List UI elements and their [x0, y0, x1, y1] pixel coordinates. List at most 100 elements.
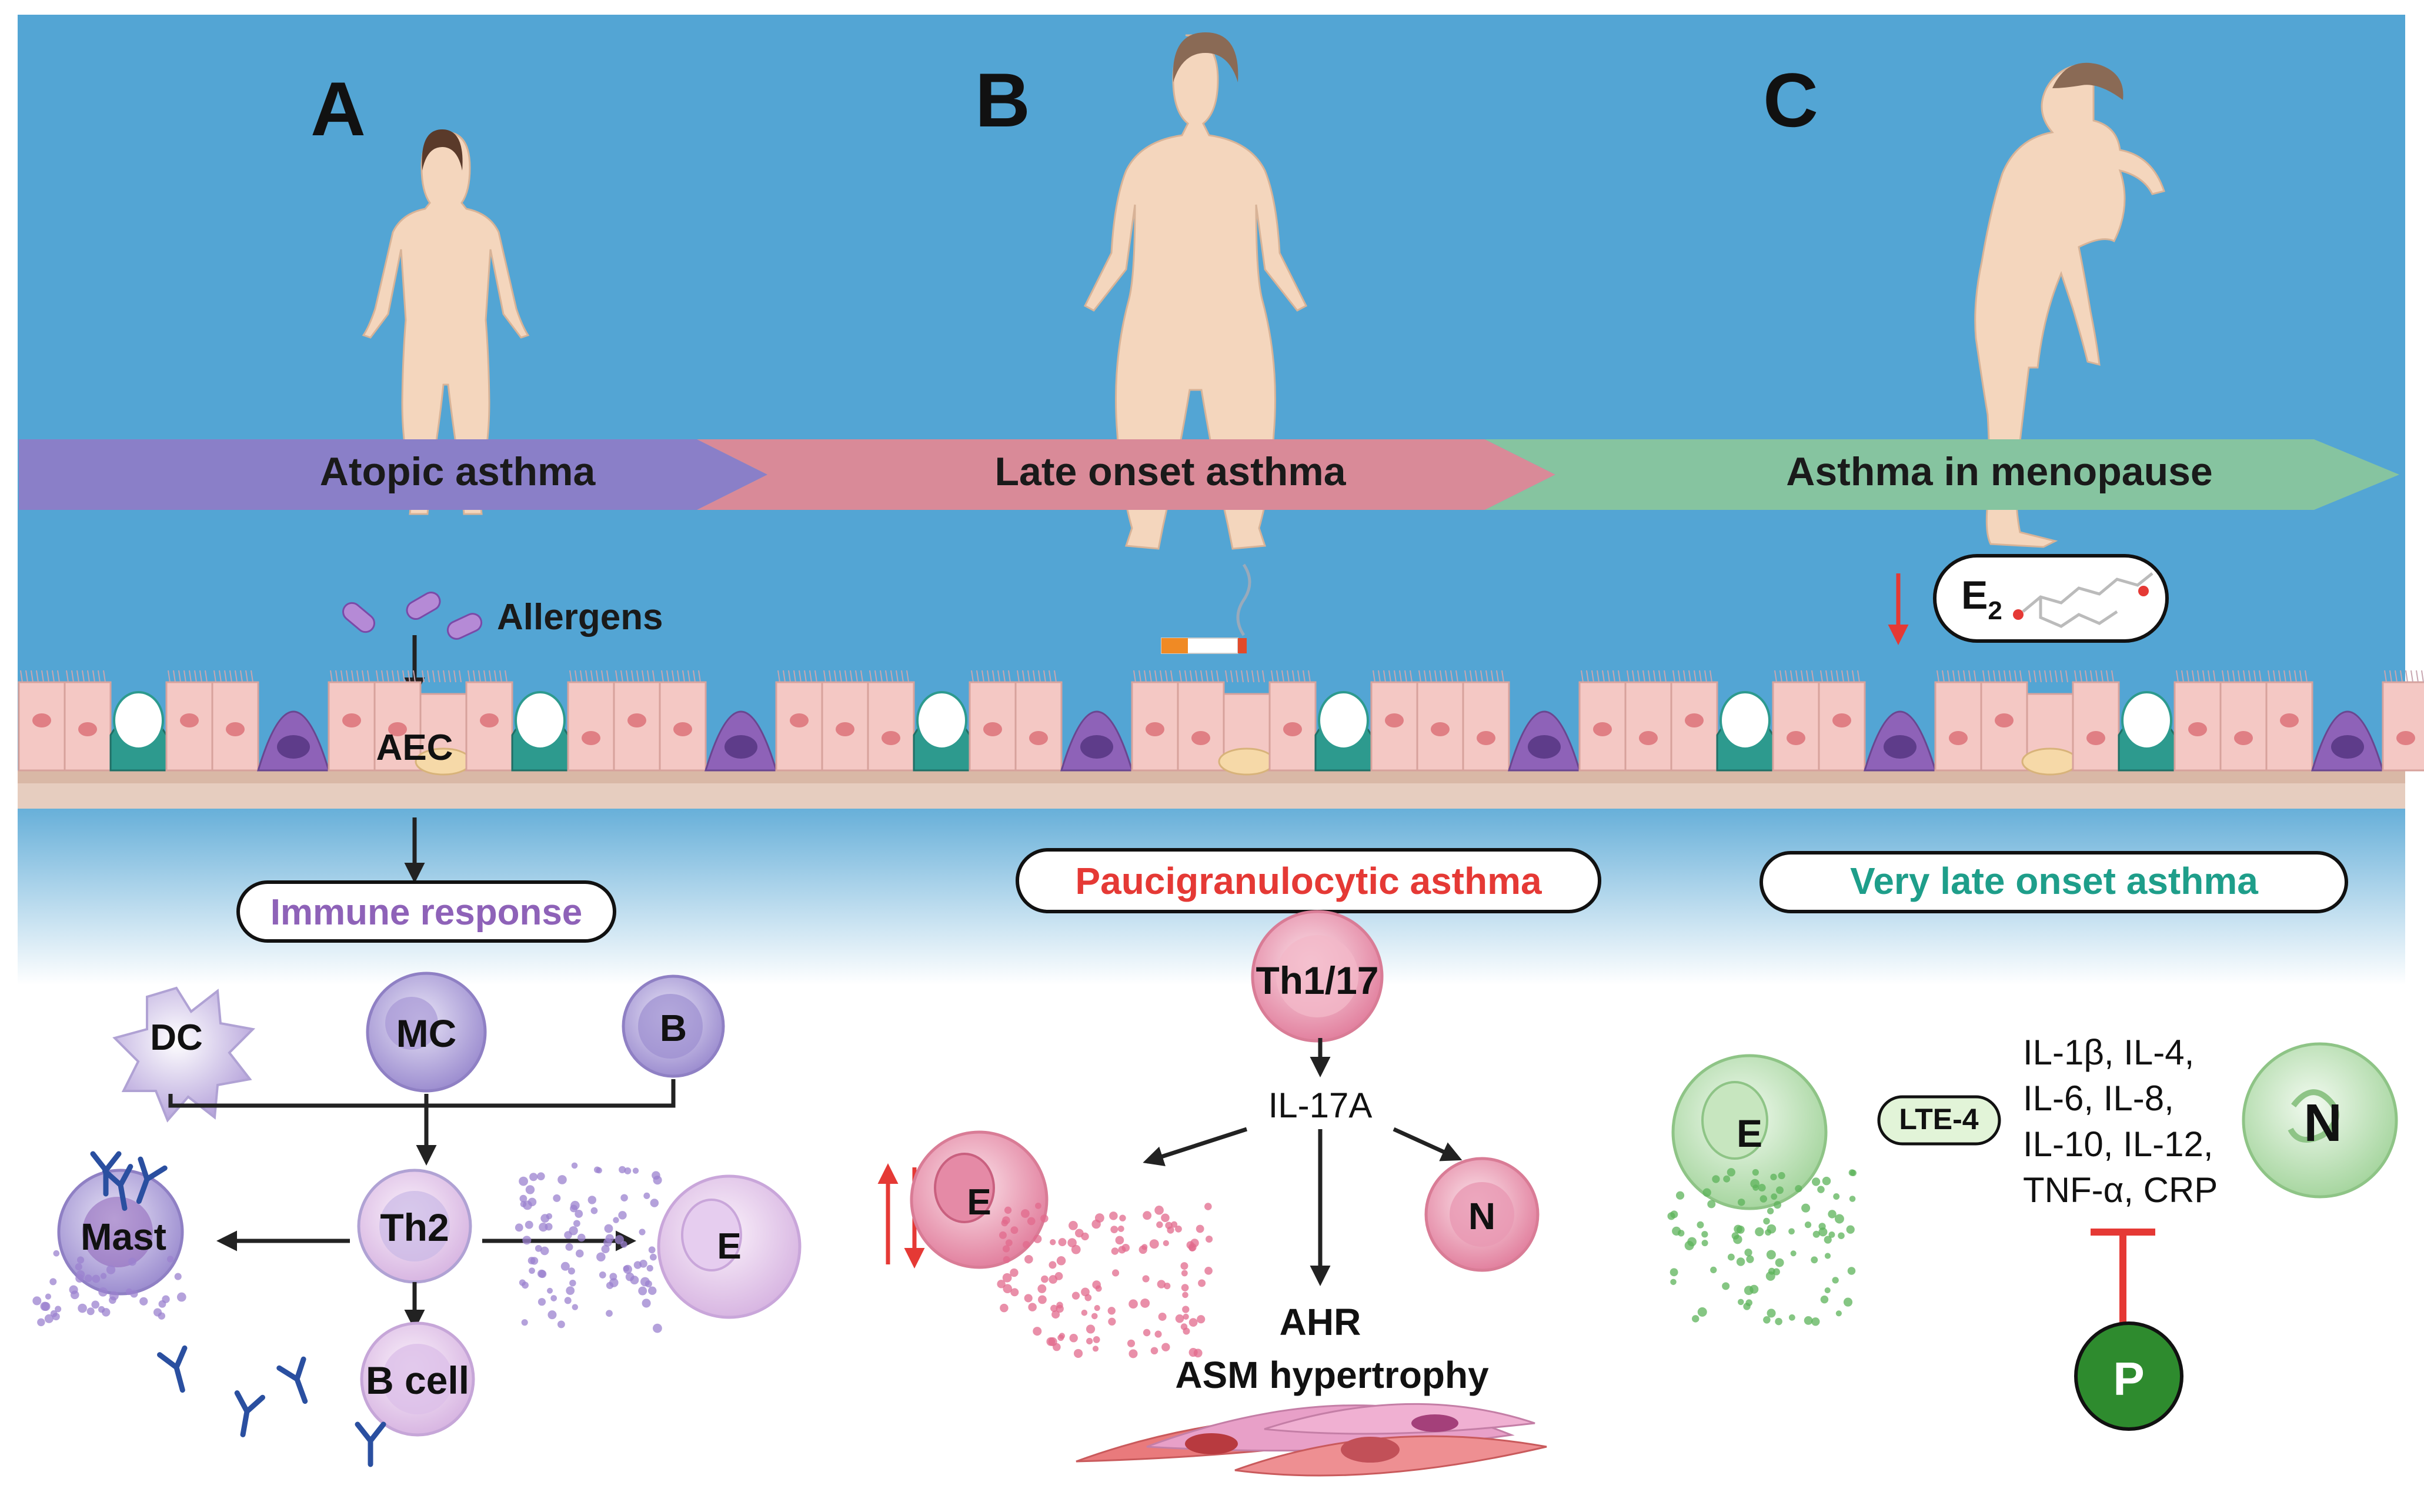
- granule-dot: [522, 1200, 532, 1210]
- cilium: [189, 670, 192, 683]
- ahr-label: AHR: [1280, 1301, 1361, 1343]
- granule-dot: [1094, 1305, 1100, 1311]
- cilium: [330, 670, 333, 683]
- granule-dot: [84, 1274, 92, 1283]
- b-label: B: [660, 1007, 687, 1049]
- granule-dot: [593, 1166, 601, 1173]
- cilium: [1287, 670, 1290, 683]
- cell-nucleus: [1146, 722, 1164, 736]
- cilium: [422, 670, 425, 683]
- granule-dot: [557, 1175, 567, 1184]
- granule-dot: [1818, 1223, 1826, 1230]
- granule-dot: [1763, 1316, 1771, 1324]
- epithelial-cell: [2219, 681, 2268, 772]
- stage-label-late-onset: Late onset asthma: [994, 449, 1346, 494]
- cilium: [1190, 670, 1193, 683]
- granule-dot: [1117, 1225, 1124, 1232]
- cell-nucleus: [1477, 731, 1495, 745]
- granule-dot: [1005, 1239, 1013, 1247]
- granule-dot: [1108, 1317, 1116, 1326]
- cilium: [809, 670, 812, 683]
- cilium: [1968, 670, 1971, 683]
- goblet-mucus: [1719, 691, 1771, 750]
- cilium: [615, 670, 618, 683]
- granule-dot: [1811, 1317, 1820, 1326]
- cilium: [199, 670, 202, 683]
- granule-dot: [1755, 1227, 1764, 1237]
- antibody-icons: [90, 1151, 386, 1467]
- cilium: [2278, 670, 2281, 683]
- very-late-onset-pill: [1759, 851, 2348, 913]
- cilium: [869, 670, 872, 683]
- cilium: [1292, 670, 1295, 683]
- granule-dot: [1004, 1206, 1012, 1214]
- convergence-bracket: [168, 1079, 676, 1108]
- cilium: [682, 670, 685, 683]
- paucigranulocytic-label: Paucigranulocytic asthma: [1075, 860, 1542, 902]
- cell-nucleus: [480, 713, 499, 727]
- allergens-label: Allergens: [497, 597, 663, 637]
- granule-dot: [1053, 1343, 1061, 1351]
- cilium: [1399, 670, 1402, 683]
- granule-dot: [1109, 1211, 1118, 1220]
- cilium: [626, 670, 629, 683]
- cilium: [2009, 670, 2012, 683]
- granule-dot: [1737, 1199, 1745, 1206]
- granule-dot: [1712, 1175, 1720, 1183]
- granule-dot: [1119, 1214, 1126, 1221]
- cilium: [2202, 670, 2205, 683]
- granule-dot: [643, 1192, 650, 1199]
- granule-dot: [1804, 1221, 1812, 1229]
- epithelial-cell: [775, 681, 823, 772]
- antibody-icon: [102, 1164, 133, 1211]
- cilium: [346, 670, 349, 683]
- granule-dot: [1204, 1266, 1213, 1275]
- granule-dot: [1778, 1171, 1785, 1180]
- cilium: [2421, 670, 2424, 683]
- cilium: [1612, 670, 1615, 683]
- cilium: [438, 670, 440, 683]
- granule-dot: [639, 1260, 647, 1268]
- cilium: [453, 670, 456, 683]
- epithelial-cell: [1934, 681, 1982, 772]
- granule-dot: [1775, 1317, 1782, 1326]
- granule-dot: [1037, 1284, 1047, 1293]
- cilium: [1246, 670, 1249, 683]
- cigarette-icon: [1161, 563, 1251, 654]
- cilium: [1049, 670, 1051, 683]
- granule-dot: [642, 1299, 651, 1308]
- granule-dot: [139, 1297, 148, 1306]
- cilium: [1485, 670, 1488, 683]
- granule-dot: [1774, 1201, 1782, 1209]
- cell-nucleus: [180, 713, 199, 727]
- granule-dot: [1775, 1258, 1784, 1267]
- cilium: [814, 670, 817, 683]
- granule-dot: [1181, 1270, 1188, 1277]
- cilium: [168, 670, 171, 683]
- cilium: [2085, 670, 2088, 683]
- cilium: [850, 670, 853, 683]
- neutrophil-b-label: N: [1468, 1195, 1495, 1237]
- granule-dot: [1848, 1169, 1856, 1176]
- cell-nucleus: [78, 722, 97, 736]
- cilium: [672, 670, 675, 683]
- cilium: [1642, 670, 1645, 683]
- very-late-onset-label: Very late onset asthma: [1850, 860, 2258, 902]
- granule-dot: [78, 1303, 87, 1313]
- cilium: [2055, 670, 2058, 683]
- cilium: [855, 670, 858, 683]
- granule-dot: [1024, 1294, 1033, 1303]
- cilium: [2259, 670, 2262, 683]
- cilium: [25, 670, 28, 683]
- cell-nucleus: [790, 713, 809, 727]
- cell-nucleus: [2280, 713, 2299, 727]
- granule-dot: [1788, 1314, 1795, 1321]
- cilium: [2181, 670, 2184, 683]
- cilium: [2095, 670, 2098, 683]
- cilium: [1694, 670, 1697, 683]
- granule-dot: [560, 1261, 570, 1271]
- cilium: [1184, 670, 1187, 683]
- cilium: [2299, 670, 2302, 683]
- cilium: [1831, 670, 1834, 683]
- cilium: [1251, 670, 1254, 683]
